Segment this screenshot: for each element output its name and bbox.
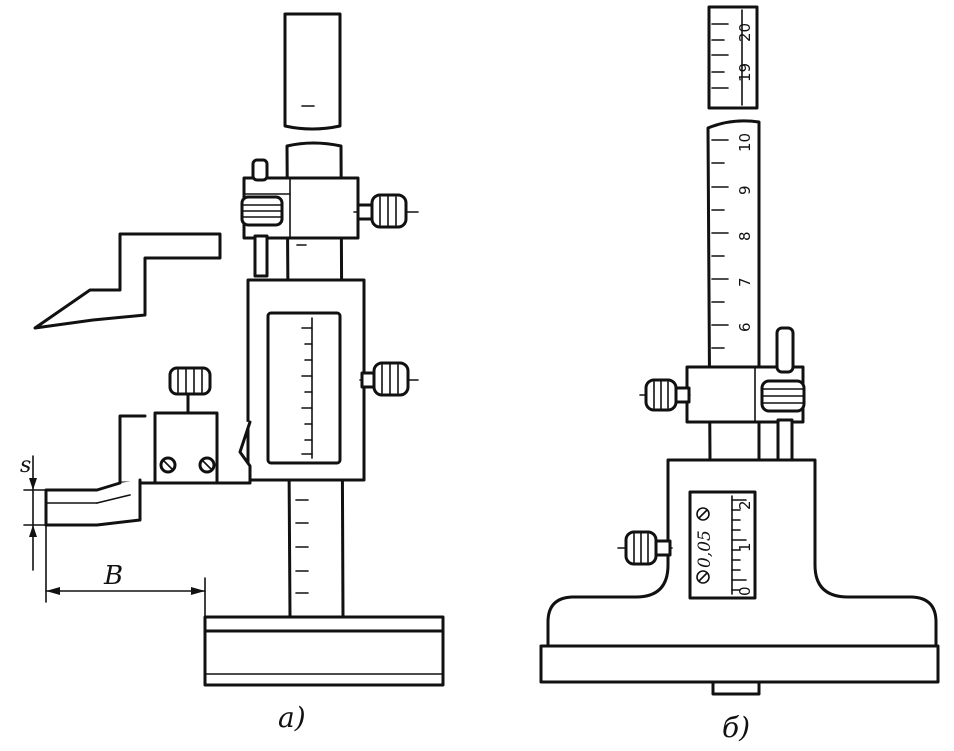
vernier-num-0: 0 (736, 586, 754, 596)
vernier-num-1: 1 (736, 542, 754, 552)
scale-num-9: 9 (736, 185, 754, 195)
caption-b: б) (722, 711, 750, 744)
left-scriber (44, 478, 142, 527)
right-fine-adjust-clamp (639, 326, 806, 462)
left-frame-screw-icon (359, 361, 419, 397)
right-scale-numbers: 19 20 6 7 8 9 10 (736, 23, 754, 332)
vernier-value: 0,05 (695, 530, 715, 568)
scale-num-6: 6 (736, 322, 754, 332)
scale-num-19: 19 (736, 63, 754, 82)
scale-num-10: 10 (736, 133, 754, 152)
right-vernier-window: 0,05 0 1 2 (688, 490, 757, 600)
left-upper-screw-icon (353, 193, 419, 229)
right-depth-gauge: 19 20 6 7 8 9 10 (539, 5, 940, 744)
dimension-s: s (20, 453, 49, 571)
alternate-scriber (33, 232, 222, 330)
left-slider-frame (246, 278, 419, 482)
scale-num-7: 7 (736, 277, 754, 287)
right-base-screw-icon (617, 530, 673, 566)
label-s: s (20, 453, 31, 478)
left-base (203, 615, 445, 687)
left-height-gauge: s B а) (20, 12, 445, 734)
label-b: B (103, 561, 123, 591)
right-upper-screw-icon (639, 378, 691, 412)
right-beam-upper (707, 5, 759, 110)
vernier-num-2: 2 (736, 500, 754, 510)
caption-a: а) (278, 701, 306, 734)
left-scriber-holder (118, 366, 252, 485)
scale-num-20: 20 (736, 23, 754, 42)
scale-num-8: 8 (736, 231, 754, 241)
scriber-clamp-screw-icon (168, 366, 212, 415)
left-fine-adjust-clamp (240, 158, 419, 278)
dimension-b: B (45, 524, 206, 618)
